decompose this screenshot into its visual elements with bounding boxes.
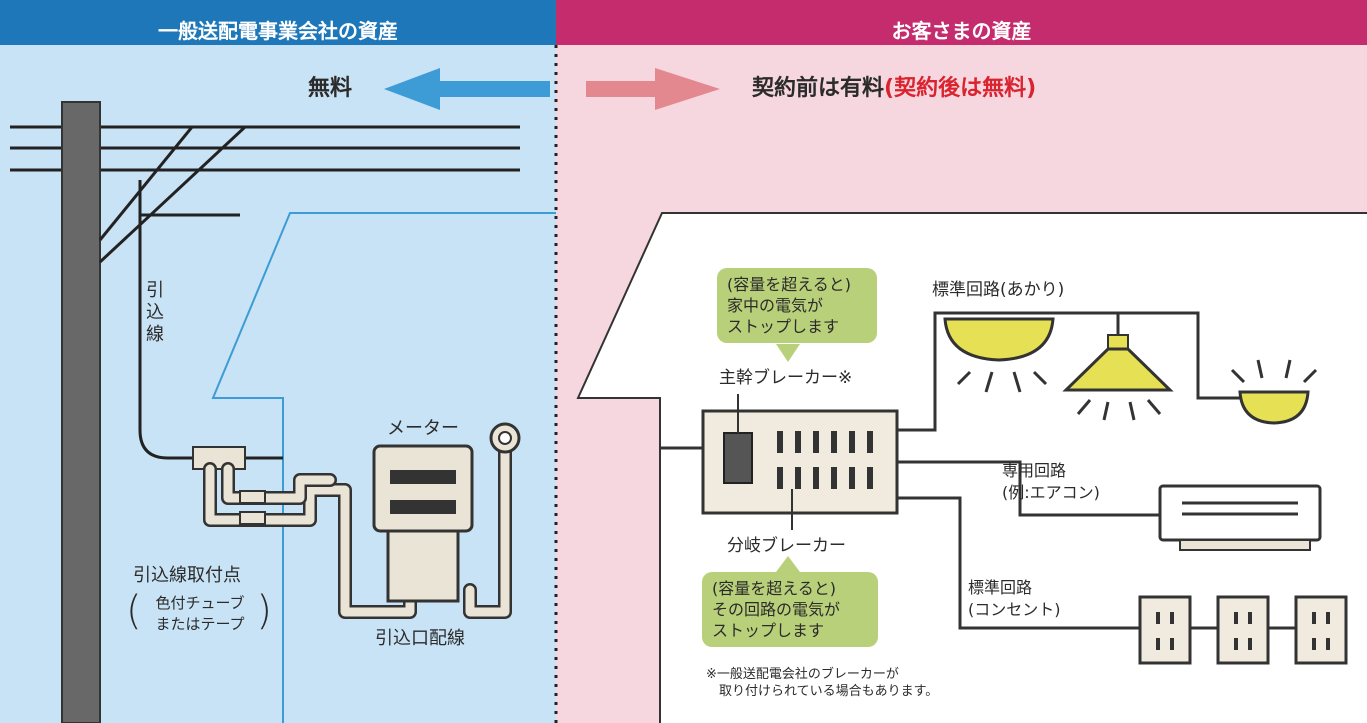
outlet-icon xyxy=(1138,595,1192,665)
main-breaker-label: 主幹ブレーカー※ xyxy=(719,368,853,388)
outlet-circuit-wire xyxy=(897,496,1140,630)
paid-label: 契約前は有料(契約後は無料) xyxy=(752,76,1036,102)
connection-box xyxy=(192,446,246,470)
branch-breaker-switches xyxy=(777,431,873,489)
attach-note-text: 色付チューブ またはテープ xyxy=(155,594,245,633)
bubble-tail xyxy=(776,344,800,362)
attach-point-note: ( 色付チューブ またはテープ ) xyxy=(126,588,272,637)
house-outline-utility xyxy=(211,212,556,723)
bubble-tail xyxy=(776,556,800,572)
paid-arrow xyxy=(586,68,720,110)
customer-asset-header: お客さまの資産 xyxy=(891,19,1032,43)
meter-loop-hole xyxy=(498,431,512,445)
attach-point-label: 引込線取付点 xyxy=(133,565,241,586)
breaker-panel xyxy=(701,409,899,515)
outlet-icon xyxy=(1216,595,1270,665)
attach-tape xyxy=(239,511,266,525)
branch-breaker-callout: (容量を超えると) その回路の電気が ストップします xyxy=(702,572,878,647)
meter-label: メーター xyxy=(387,418,459,439)
entrance-wiring-label: 引込口配線 xyxy=(375,628,465,649)
service-drop-label: 引 込 線 xyxy=(146,280,164,345)
outlet-circuit-label: 標準回路 (コンセント) xyxy=(968,578,1061,619)
utility-asset-header: 一般送配電事業会社の資産 xyxy=(158,19,398,43)
air-conditioner-icon xyxy=(1158,484,1322,551)
house-outline-customer xyxy=(576,212,1367,723)
close-paren: ) xyxy=(256,588,272,634)
paid-label-note: (契約後は無料) xyxy=(884,76,1037,101)
main-breaker-callout: (容量を超えると) 家中の電気が ストップします xyxy=(717,268,877,343)
open-paren: ( xyxy=(126,588,142,634)
free-label: 無料 xyxy=(308,76,353,101)
entrance-pipes xyxy=(203,435,512,619)
customer-header-bar xyxy=(556,0,1367,45)
paid-label-main: 契約前は有料 xyxy=(752,76,885,101)
lighting-circuit-label: 標準回路(あかり) xyxy=(932,280,1065,300)
service-drop-wire xyxy=(138,180,195,460)
free-arrow xyxy=(384,68,550,110)
attach-tape xyxy=(239,490,266,504)
meter xyxy=(372,444,474,603)
utility-pole xyxy=(61,101,101,723)
lighting-circuit-wire xyxy=(897,311,1240,432)
pendant-light-icon xyxy=(1062,334,1174,421)
outlet-icon xyxy=(1294,595,1348,665)
footnote: ※一般送配電会社のブレーカーが 取り付けられている場合もあります。 xyxy=(706,667,939,699)
branch-breaker-label: 分岐ブレーカー xyxy=(727,536,846,556)
dedicated-circuit-wire xyxy=(897,460,1160,517)
ceiling-light-icon xyxy=(1230,359,1318,425)
dedicated-circuit-label: 専用回路 (例:エアコン) xyxy=(1002,461,1100,502)
pole-braces xyxy=(98,125,247,264)
ceiling-light-icon xyxy=(943,317,1055,393)
utility-header-bar xyxy=(0,0,556,45)
